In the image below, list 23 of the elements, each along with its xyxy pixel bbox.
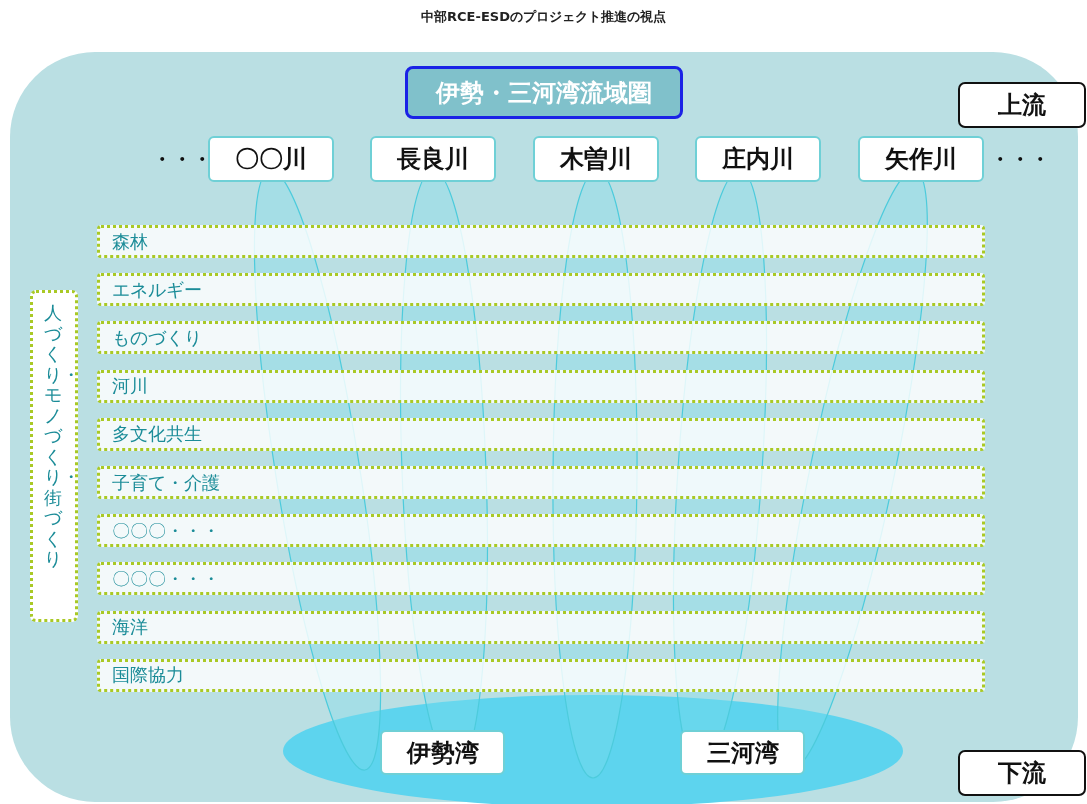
theme-band: エネルギー xyxy=(97,273,985,307)
diagram-title: 中部RCE-ESDのプロジェクト推進の視点 xyxy=(420,8,667,26)
theme-column-band: 人づくり・モノづくり・街づくり xyxy=(30,290,78,622)
river-box: 庄内川 xyxy=(695,136,821,182)
bay-box: 三河湾 xyxy=(680,730,805,775)
theme-band: 〇〇〇・・・ xyxy=(97,514,985,548)
theme-band: 海洋 xyxy=(97,610,985,644)
theme-band: 子育て・介護 xyxy=(97,466,985,499)
river-box: 〇〇川 xyxy=(208,136,334,182)
river-box: 長良川 xyxy=(370,136,496,182)
theme-band: 多文化共生 xyxy=(97,417,985,451)
downstream-box: 下流 xyxy=(958,750,1086,796)
upstream-box: 上流 xyxy=(958,82,1086,128)
theme-band: 〇〇〇・・・ xyxy=(97,562,985,596)
region-title-box: 伊勢・三河湾流域圏 xyxy=(405,66,683,119)
river-box: 矢作川 xyxy=(858,136,984,182)
river-box: 木曽川 xyxy=(533,136,659,182)
theme-band: 森林 xyxy=(97,225,985,258)
theme-band: ものづくり xyxy=(97,321,985,355)
bay-box: 伊勢湾 xyxy=(380,730,505,775)
theme-band: 国際協力 xyxy=(97,658,985,692)
ellipsis-text: ・・・ xyxy=(990,146,1050,173)
theme-band: 河川 xyxy=(97,369,985,403)
